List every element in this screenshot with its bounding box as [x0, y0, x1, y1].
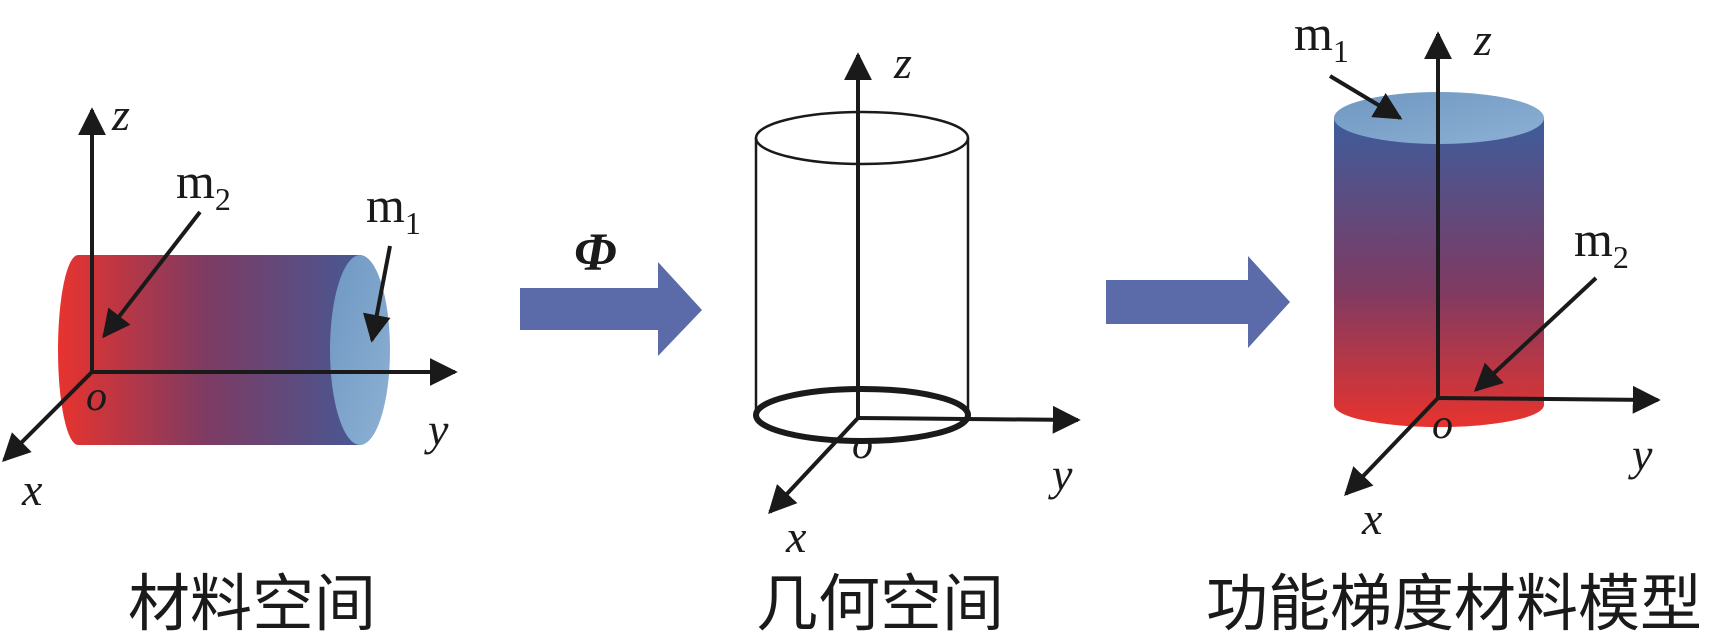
- m2-pointer-arrow: [1473, 276, 1598, 392]
- y-axis-line: [1437, 385, 1661, 414]
- panel-fgm-model: z y x o m1 m2 功能梯度材料模型: [1206, 5, 1702, 640]
- caption-geometric-space: 几何空间: [756, 567, 1004, 640]
- origin-label: o: [86, 374, 107, 420]
- cylinder-end-cap-m1: [330, 255, 390, 445]
- horizontal-cylinder-body: [58, 255, 388, 445]
- caption-fgm-model: 功能梯度材料模型: [1206, 567, 1702, 640]
- m1-label: m1: [366, 177, 421, 241]
- x-axis-label: x: [21, 464, 43, 515]
- x-axis-label: x: [1361, 493, 1383, 544]
- y-axis-label: y: [424, 404, 449, 455]
- m1-pointer-arrow: [362, 245, 392, 343]
- y-axis-line: [857, 405, 1081, 434]
- m2-pointer-arrow: [102, 210, 202, 339]
- origin-label: o: [1432, 402, 1453, 448]
- m1-label: m1: [1294, 5, 1349, 69]
- m1-pointer-arrow: [1328, 74, 1403, 120]
- y-axis-label: y: [1628, 429, 1653, 480]
- panel-material-space: z y x o m2 m1 材料空间: [2, 89, 458, 640]
- m2-label: m2: [1574, 211, 1629, 275]
- x-axis-label: x: [785, 511, 807, 562]
- x-axis-line: [768, 416, 860, 515]
- cylinder-bottom-ellipse: [753, 386, 971, 444]
- x-axis-line: [1344, 396, 1440, 497]
- cylinder-top-ellipse: [754, 110, 970, 166]
- phi-mapping-label: Φ: [574, 222, 617, 282]
- origin-label: o: [852, 422, 873, 468]
- z-axis-label: z: [893, 37, 912, 88]
- z-axis-label: z: [1473, 14, 1492, 65]
- panel-geometric-space: z y x o 几何空间: [753, 37, 1081, 640]
- y-axis-label: y: [1048, 449, 1073, 500]
- block-arrow-right-icon: [1106, 256, 1290, 348]
- m2-label: m2: [176, 153, 231, 217]
- caption-material-space: 材料空间: [128, 567, 376, 640]
- z-axis-label: z: [111, 89, 130, 140]
- x-axis-line: [2, 370, 94, 462]
- block-arrow-right-icon: [520, 262, 702, 356]
